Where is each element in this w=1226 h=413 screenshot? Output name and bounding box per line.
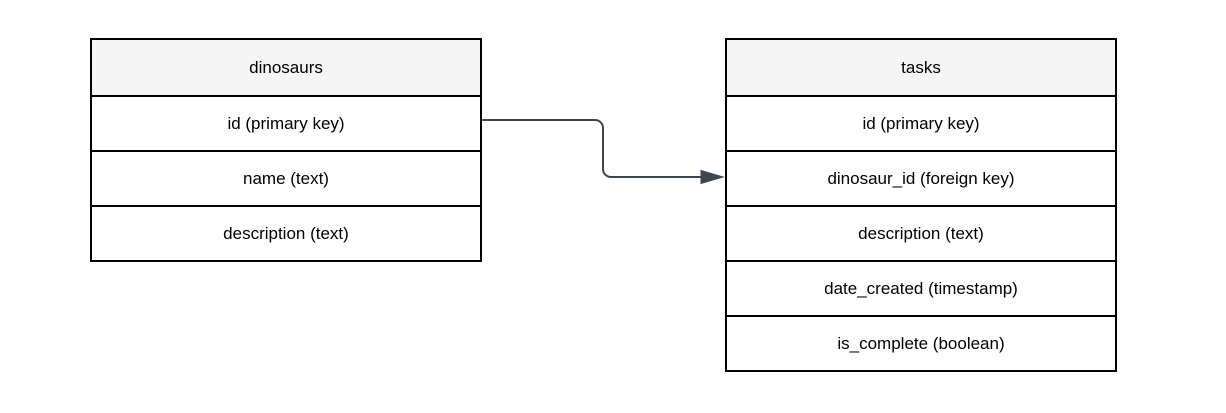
table-tasks-row-id[interactable]: id (primary key) <box>727 95 1115 150</box>
table-tasks-header[interactable]: tasks <box>727 40 1115 95</box>
table-tasks-row-date-created[interactable]: date_created (timestamp) <box>727 260 1115 315</box>
table-tasks-row-is-complete[interactable]: is_complete (boolean) <box>727 315 1115 370</box>
table-tasks-row-dinosaur-id[interactable]: dinosaur_id (foreign key) <box>727 150 1115 205</box>
table-dinosaurs[interactable]: dinosaurs id (primary key) name (text) d… <box>90 38 482 262</box>
table-tasks-row-description[interactable]: description (text) <box>727 205 1115 260</box>
table-dinosaurs-row-id[interactable]: id (primary key) <box>92 95 480 150</box>
table-dinosaurs-row-description[interactable]: description (text) <box>92 205 480 260</box>
relationship-arrowhead-icon[interactable] <box>700 169 725 185</box>
table-dinosaurs-row-name[interactable]: name (text) <box>92 150 480 205</box>
table-dinosaurs-header[interactable]: dinosaurs <box>92 40 480 95</box>
relationship-connector-line[interactable] <box>482 119 702 178</box>
table-tasks[interactable]: tasks id (primary key) dinosaur_id (fore… <box>725 38 1117 372</box>
